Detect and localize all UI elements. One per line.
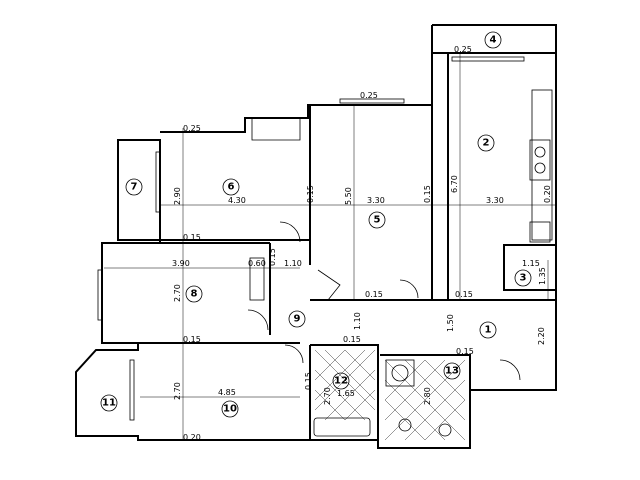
- room-4: 4: [484, 31, 502, 49]
- dim-r6-top: 0.25: [183, 124, 201, 133]
- svg-text:11: 11: [102, 398, 116, 409]
- room-7: 7: [125, 178, 143, 196]
- dim-r6-height: 2.90: [173, 187, 182, 205]
- svg-text:9: 9: [294, 314, 301, 325]
- room-2: 2: [477, 134, 495, 152]
- room-3: 3: [514, 269, 532, 287]
- dim-wall-niche: 0.15: [268, 248, 277, 266]
- room-1: 1: [479, 321, 497, 339]
- svg-text:1: 1: [485, 325, 492, 336]
- room-labels: 1 2 3 4 5 6 7 8 9 10 11 12 13: [100, 31, 532, 418]
- dim-r6-width: 4.30: [228, 196, 246, 205]
- room-6: 6: [222, 178, 240, 196]
- bathroom-tiles: [314, 349, 466, 441]
- dim-wall-9-12: 0.15: [343, 335, 361, 344]
- dim-r10-width: 4.85: [218, 388, 236, 397]
- room-9: 9: [288, 310, 306, 328]
- dim-r2-height: 6.70: [450, 175, 459, 193]
- svg-text:2: 2: [483, 138, 490, 149]
- dim-r8-width: 3.90: [172, 259, 190, 268]
- svg-text:3: 3: [520, 273, 527, 284]
- dim-r12-width: 1.65: [337, 389, 355, 398]
- dim-wall-1-13: 0.15: [456, 347, 474, 356]
- room-13: 13: [443, 362, 461, 380]
- dim-r13-height: 2.80: [423, 387, 432, 405]
- dimension-lines: [104, 53, 556, 440]
- dim-wall-6-8: 0.15: [183, 233, 201, 242]
- outer-walls: [75, 24, 557, 449]
- dim-wall-6-5: 0.15: [306, 185, 315, 203]
- dim-r10-bottom: 0.20: [183, 433, 201, 442]
- dim-wall-5-2: 0.15: [423, 185, 432, 203]
- svg-text:13: 13: [445, 366, 459, 377]
- room-11: 11: [100, 394, 118, 412]
- dim-r10-height: 2.70: [173, 382, 182, 400]
- dim-r5-top: 0.25: [360, 91, 378, 100]
- svg-text:12: 12: [334, 376, 348, 387]
- svg-text:10: 10: [223, 404, 237, 415]
- dim-r5-width: 3.30: [367, 196, 385, 205]
- svg-text:4: 4: [490, 35, 497, 46]
- dim-r8-height: 2.70: [173, 284, 182, 302]
- dim-r5-height: 5.50: [344, 187, 353, 205]
- dim-corr-width: 1.10: [353, 312, 362, 330]
- dim-r3-width: 1.15: [522, 259, 540, 268]
- toilet-icon: [398, 418, 412, 432]
- stove-icon: [529, 221, 551, 243]
- interior-walls: [104, 53, 557, 440]
- svg-text:5: 5: [374, 215, 381, 226]
- svg-text:8: 8: [191, 289, 198, 300]
- dim-r2-right: 0.20: [543, 185, 552, 203]
- dim-niche-width: 1.10: [284, 259, 302, 268]
- room-8: 8: [185, 285, 203, 303]
- dim-wall-2-1: 0.15: [455, 290, 473, 299]
- room-5: 5: [368, 211, 386, 229]
- doors: [247, 221, 521, 381]
- svg-text:6: 6: [228, 182, 235, 193]
- room-10: 10: [221, 400, 239, 418]
- dim-r8-niche: 0.60: [248, 259, 266, 268]
- dim-r4-wall: 0.25: [454, 45, 472, 54]
- dim-wall-8-10: 0.15: [183, 335, 201, 344]
- dim-r2-width: 3.30: [486, 196, 504, 205]
- fixtures: [249, 89, 553, 437]
- dim-r3-height: 1.35: [538, 267, 547, 285]
- washbasin-icon: [385, 359, 415, 387]
- dim-r1-right: 2.20: [537, 327, 546, 345]
- dim-wall-10-12: 0.15: [304, 372, 313, 390]
- bathtub-icon: [313, 417, 371, 437]
- dim-r12-height: 2.70: [323, 387, 332, 405]
- windows: [97, 56, 525, 421]
- dim-wall-5-corr: 0.15: [365, 290, 383, 299]
- dim-r1-height: 1.50: [446, 314, 455, 332]
- svg-text:7: 7: [131, 182, 138, 193]
- dimension-labels: 0.25 0.25 0.25 2.90 4.30 0.15 5.50 3.30 …: [172, 45, 552, 442]
- sink-icon: [529, 139, 551, 181]
- room-12: 12: [332, 372, 350, 390]
